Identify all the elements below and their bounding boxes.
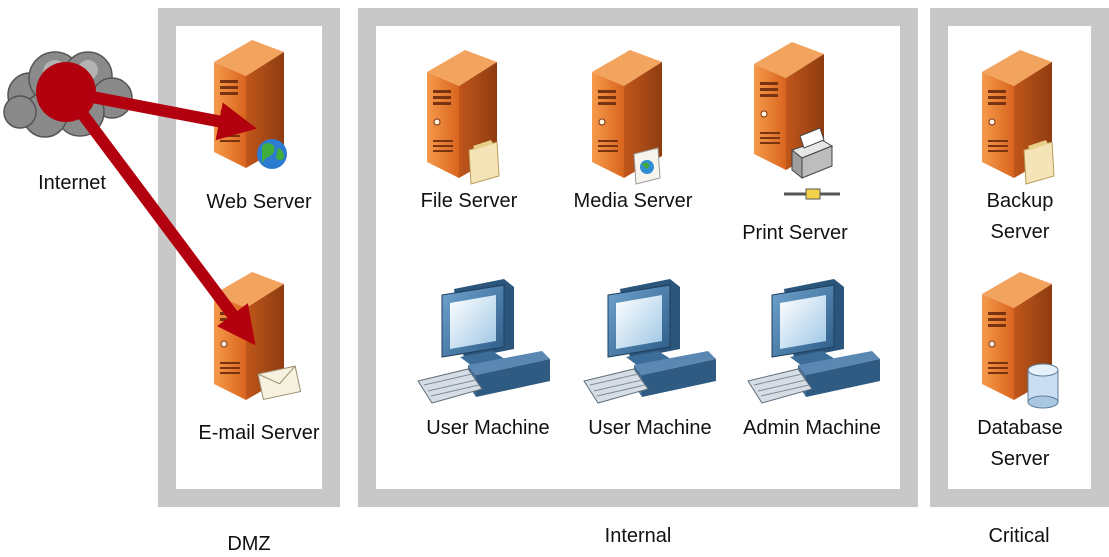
print-server-label: Print Server — [742, 222, 848, 244]
file-server-label: File Server — [420, 190, 518, 212]
internet-label: Internet — [38, 172, 106, 194]
internal-label: Internal — [604, 525, 672, 547]
server-database-icon — [981, 271, 1059, 409]
server-envelope-icon — [213, 271, 302, 401]
backup-server-label-line2: Server — [990, 221, 1050, 243]
server-media-icon — [591, 49, 663, 185]
server-globe-icon — [213, 39, 287, 169]
user-machine-1-label: User Machine — [426, 417, 550, 439]
server-folder-icon — [981, 49, 1055, 185]
web-server-label: Web Server — [206, 191, 312, 213]
backup-server-label-line1: Backup — [986, 190, 1054, 212]
media-server-label: Media Server — [573, 190, 693, 212]
admin-machine-label: Admin Machine — [743, 417, 881, 439]
arrow-internet-to-email-server — [61, 88, 256, 346]
user-machine-2-label: User Machine — [588, 417, 712, 439]
server-folder-icon — [426, 49, 500, 185]
internet-hub-dot — [36, 62, 96, 122]
dmz-label: DMZ — [227, 533, 271, 555]
database-server-label-line1: Database — [977, 417, 1063, 439]
critical-label: Critical — [988, 525, 1050, 547]
database-server-label-line2: Server — [990, 448, 1050, 470]
server-printer-icon — [753, 41, 840, 200]
email-server-label: E-mail Server — [198, 422, 320, 444]
